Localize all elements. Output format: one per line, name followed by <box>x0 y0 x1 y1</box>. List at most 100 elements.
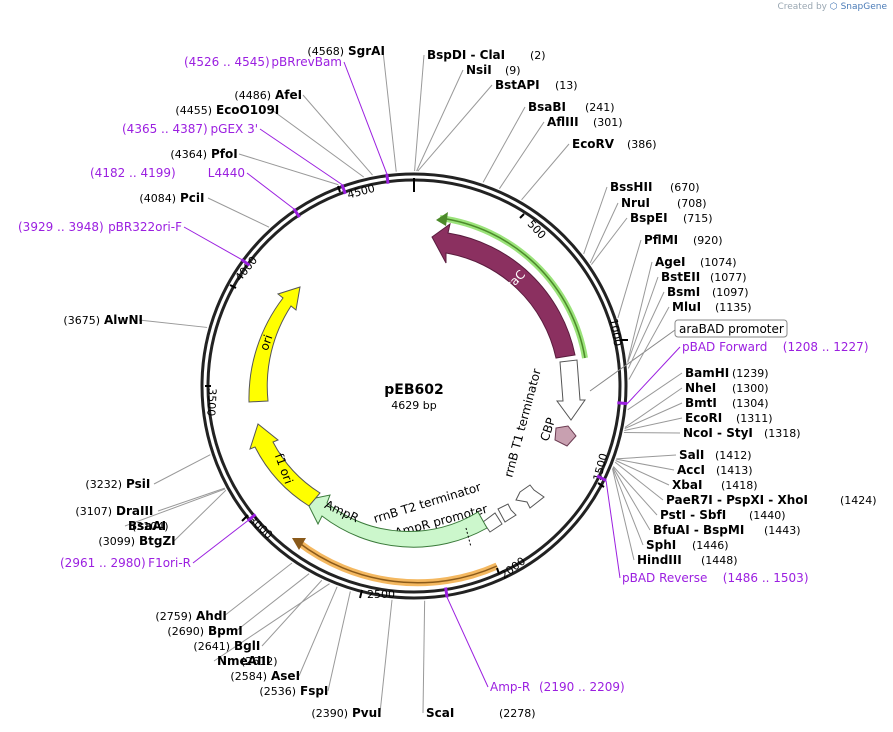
enzyme-site[interactable]: NcoI - StyI(1318) <box>683 426 801 440</box>
enzyme-site[interactable]: SalI(1412) <box>679 448 752 462</box>
enzyme-name: AhdI <box>196 609 227 623</box>
enzyme-site[interactable]: AflIII(301) <box>547 115 623 129</box>
enzyme-position: (3107) <box>75 505 112 518</box>
enzyme-site[interactable]: (2641)BglI <box>193 639 260 653</box>
enzyme-site[interactable]: PstI - SbfI(1440) <box>660 508 786 522</box>
enzyme-name: HindIII <box>637 553 682 567</box>
enzyme-site[interactable]: (4455)EcoO109I <box>175 103 279 117</box>
primer-name: F1ori-R <box>148 556 191 570</box>
primer-name: pBAD Forward <box>682 340 767 354</box>
arac-feature[interactable] <box>431 222 576 359</box>
enzyme-position: (1418) <box>721 479 758 492</box>
enzyme-site[interactable]: BsaAI(3104) <box>128 519 169 533</box>
enzyme-name: BstEII <box>661 270 700 284</box>
primer-leader <box>605 480 621 579</box>
enzyme-site[interactable]: (4568)SgrAI <box>307 44 384 58</box>
primer-site[interactable]: (4182 .. 4199)L4440 <box>90 166 301 218</box>
enzyme-site[interactable]: BsaBI(241) <box>528 100 615 114</box>
scale-tick-label: 1000 <box>607 317 625 347</box>
snapgene-credit: Created by ⬡ SnapGene <box>777 2 887 12</box>
enzyme-name: PsiI <box>126 477 150 491</box>
enzyme-site[interactable]: AccI(1413) <box>677 463 753 477</box>
primer-site[interactable]: (4365 .. 4387)pGEX 3' <box>122 122 347 195</box>
enzyme-site[interactable]: (3107)DraIII <box>75 504 153 518</box>
enzyme-position: (1440) <box>749 509 786 522</box>
enzyme-name: BstAPI <box>495 78 540 92</box>
enzyme-site[interactable]: BssHII(670) <box>610 180 700 194</box>
enzyme-site[interactable]: (3099)BtgZI <box>98 534 175 548</box>
enzyme-name: NcoI - StyI <box>683 426 753 440</box>
enzyme-site[interactable]: BsmI(1097) <box>667 285 749 299</box>
primer-range: (2961 .. 2980) <box>60 556 146 570</box>
primer-site[interactable]: pBAD Forward(1208 .. 1227) <box>617 340 869 406</box>
enzyme-position: (3675) <box>63 314 100 327</box>
primer-site[interactable]: (2961 .. 2980)F1ori-R <box>60 513 257 570</box>
cbp-feature[interactable] <box>554 425 577 447</box>
primer-site[interactable]: (4526 .. 4545)pBRrevBam <box>184 55 390 184</box>
enzyme-name: BamHI <box>685 366 729 380</box>
enzyme-position: (1300) <box>732 382 769 395</box>
enzyme-site[interactable]: BfuAI - BspMI(1443) <box>653 523 801 537</box>
scale-tick-label: 2000 <box>498 555 528 582</box>
enzyme-site[interactable]: MluI(1135) <box>672 300 752 314</box>
enzyme-site[interactable]: NmeAIII(2612) <box>217 654 278 668</box>
primer-mark <box>240 258 251 267</box>
enzyme-leader <box>379 599 393 714</box>
primer-mark <box>340 183 347 195</box>
enzyme-position: (708) <box>677 197 707 210</box>
primer-range: (4182 .. 4199) <box>90 166 176 180</box>
enzyme-position: (4364) <box>170 148 207 161</box>
white-arrow-feature <box>556 359 586 421</box>
enzyme-site[interactable]: (2690)BpmI <box>167 624 242 638</box>
enzyme-site[interactable]: BspEI(715) <box>630 211 713 225</box>
enzyme-site[interactable]: (2390)PvuI <box>311 706 381 720</box>
enzyme-site[interactable]: AgeI(1074) <box>655 255 737 269</box>
enzyme-site[interactable]: BstAPI(13) <box>495 78 578 92</box>
enzyme-site[interactable]: NruI(708) <box>621 196 707 210</box>
enzyme-site[interactable]: (3232)PsiI <box>85 477 150 491</box>
primer-site[interactable]: (3929 .. 3948)pBR322ori-F <box>18 220 251 267</box>
primer-leader <box>259 128 343 185</box>
enzyme-name: MluI <box>672 300 701 314</box>
enzyme-name: BssHII <box>610 180 652 194</box>
enzyme-site[interactable]: BstEII(1077) <box>661 270 747 284</box>
enzyme-site[interactable]: BmtI(1304) <box>685 396 769 410</box>
enzyme-site[interactable]: SphI(1446) <box>646 538 729 552</box>
enzyme-site[interactable]: (4084)PciI <box>139 191 204 205</box>
enzyme-site[interactable]: HindIII(1448) <box>637 553 738 567</box>
enzyme-site[interactable]: PflMI(920) <box>644 233 723 247</box>
enzyme-site[interactable]: (4486)AfeI <box>234 88 302 102</box>
enzyme-site[interactable]: (2759)AhdI <box>155 609 226 623</box>
enzyme-leader <box>422 600 426 714</box>
enzyme-leader <box>416 69 464 172</box>
enzyme-site[interactable]: (2536)FspI <box>259 684 328 698</box>
enzyme-name: BfuAI - BspMI <box>653 523 744 537</box>
enzyme-site[interactable]: EcoRI(1311) <box>685 411 773 425</box>
enzyme-site[interactable]: BspDI - ClaI(2) <box>427 48 546 62</box>
enzyme-leader <box>124 488 226 527</box>
enzyme-site[interactable]: XbaI(1418) <box>672 478 758 492</box>
enzyme-site[interactable]: BamHI(1239) <box>685 366 769 380</box>
enzyme-site[interactable]: ScaI(2278) <box>426 706 536 720</box>
enzyme-position: (3099) <box>98 535 135 548</box>
primer-name: pBR322ori-F <box>108 220 182 234</box>
enzyme-position: (1311) <box>736 412 773 425</box>
rrnb-t1-feature <box>515 484 545 509</box>
enzyme-site[interactable]: (2584)AseI <box>230 669 300 683</box>
scale-tick <box>359 589 363 599</box>
enzyme-site[interactable]: (3675)AlwNI <box>63 313 143 327</box>
enzyme-site[interactable]: (4364)PfoI <box>170 147 237 161</box>
enzyme-name: AgeI <box>655 255 685 269</box>
primer-site[interactable]: pBAD Reverse(1486 .. 1503) <box>596 474 809 585</box>
ori-feature[interactable] <box>248 286 301 403</box>
enzyme-position: (2536) <box>259 685 296 698</box>
enzyme-site[interactable]: PaeR7I - PspXI - XhoI(1424) <box>666 493 877 507</box>
primer-mark <box>617 401 628 406</box>
enzyme-site[interactable]: EcoRV(386) <box>572 137 657 151</box>
primer-site[interactable]: Amp-R(2190 .. 2209) <box>444 587 625 694</box>
enzyme-name: PaeR7I - PspXI - XhoI <box>666 493 808 507</box>
enzyme-site[interactable]: NheI(1300) <box>685 381 769 395</box>
enzyme-site[interactable]: NsiI(9) <box>466 63 521 77</box>
f1ori-feature[interactable] <box>249 423 321 507</box>
ori-label: ori <box>257 333 275 352</box>
